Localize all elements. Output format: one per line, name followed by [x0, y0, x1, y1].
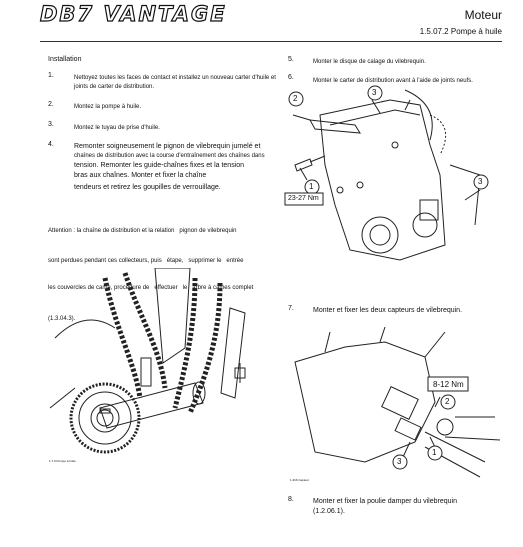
- section-title: Moteur: [464, 8, 502, 22]
- callout-number: 1: [432, 448, 437, 457]
- step-text: Monter le carter de distribution avant à…: [313, 78, 473, 84]
- step-number: 5.: [288, 56, 294, 63]
- attention-note: Attention : la chaîne de distribution et…: [48, 228, 254, 322]
- torque-spec: 23-27 Nm: [288, 195, 319, 202]
- header-divider: [40, 41, 502, 42]
- step-text: Remonter soigneusement le pignon de vile…: [74, 143, 265, 191]
- step-text: Monter et fixer les deux capteurs de vil…: [313, 307, 463, 314]
- brand-logo: DB7 VANTAGE: [39, 1, 227, 26]
- callout-number: 3: [372, 88, 377, 97]
- crank-sprocket-illustration: 1.7.0 Pompe à huile: [45, 268, 270, 468]
- callout-number: 3: [478, 177, 483, 186]
- step-number: 1.: [48, 72, 54, 79]
- step-number: 4.: [48, 141, 54, 148]
- step-number: 6.: [288, 74, 294, 81]
- step-number: 8.: [288, 496, 294, 503]
- step-number: 2.: [48, 101, 54, 108]
- step-text: Montez la pompe à huile.: [74, 104, 142, 110]
- step-text: Monter le disque de calage du vilebrequi…: [313, 59, 426, 65]
- callout-number: 3: [397, 457, 402, 466]
- figure-caption: 1.7.0 Pompe à huile: [49, 459, 76, 463]
- step-text: Monter et fixer la poulie damper du vile…: [313, 498, 457, 515]
- section-reference: 1.5.07.2 Pompe à huile: [419, 27, 502, 36]
- installation-heading: Installation: [48, 56, 82, 63]
- crank-sensor-illustration: 8-12 Nm 2 1 3 1.2b6 Capteur: [285, 322, 510, 487]
- torque-spec: 8-12 Nm: [433, 380, 464, 389]
- step-number: 7.: [288, 305, 294, 312]
- timing-cover-illustration: 2 3 3 1 23-27 Nm: [280, 85, 505, 265]
- step-text: Montez le tuyau de prise d'huile.: [74, 125, 160, 131]
- callout-number: 1: [309, 182, 314, 191]
- step-text: Nettoyez toutes les faces de contact et …: [74, 75, 276, 90]
- step-number: 3.: [48, 121, 54, 128]
- callout-number: 2: [445, 397, 450, 406]
- callout-number: 2: [293, 94, 298, 103]
- figure-caption: 1.2b6 Capteur: [290, 478, 310, 482]
